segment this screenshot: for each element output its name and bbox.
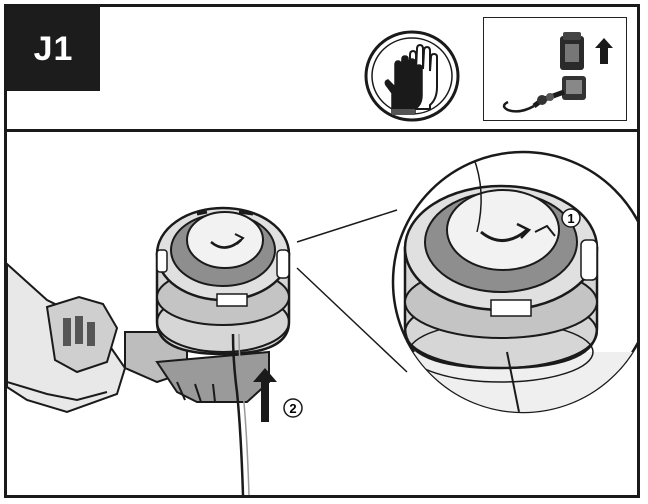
callout-two-circle: [283, 398, 303, 418]
callout-one-label: 1: [567, 211, 574, 226]
arrow-up-icon: [595, 38, 613, 64]
battery-removal-icon: [502, 32, 613, 113]
trimmer-head-illustration: 2: [7, 150, 637, 495]
instruction-panel: J1: [4, 4, 640, 498]
trimmer-guard: [155, 350, 270, 403]
callout-two-label: 2: [289, 401, 296, 416]
gloves-icon: [364, 30, 460, 122]
panel-header: J1: [7, 7, 637, 132]
callout-one-circle: [561, 208, 581, 228]
step-label: J1: [7, 7, 100, 91]
insert-arrow-icon: [253, 368, 277, 422]
trimmer-line: [231, 333, 245, 495]
spool-head: [155, 206, 291, 356]
battery-removal-panel: [483, 17, 627, 121]
detail-zoom-circle: [391, 150, 637, 414]
